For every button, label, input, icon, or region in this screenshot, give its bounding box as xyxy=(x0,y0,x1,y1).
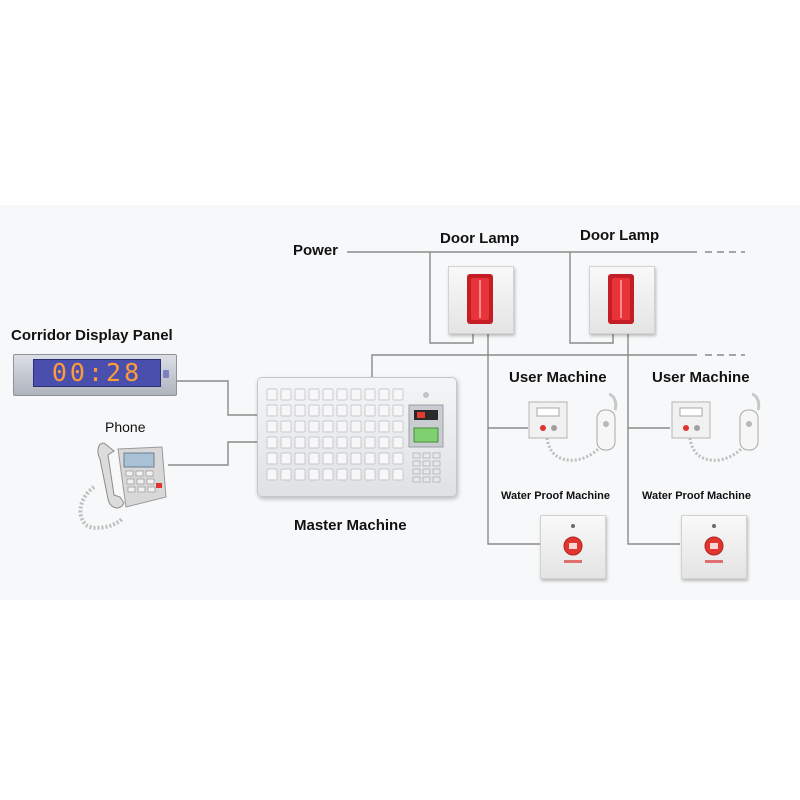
display-side-icon xyxy=(163,370,169,378)
door-lamp-label-2: Door Lamp xyxy=(580,227,660,244)
door-lamp-2 xyxy=(589,266,655,334)
signal-bus xyxy=(371,354,697,378)
phone-wire xyxy=(168,441,262,466)
lamp2-power-wire xyxy=(569,252,614,344)
water-proof-machine-2 xyxy=(681,515,747,579)
display-readout: 00:28 xyxy=(33,359,161,387)
user-machine-label-1: User Machine xyxy=(509,369,607,386)
display-wire xyxy=(176,380,262,416)
door-lamp-label-1: Door Lamp xyxy=(440,230,520,247)
lamp1-power-wire xyxy=(429,252,474,344)
phone-icon xyxy=(74,437,170,533)
display-time: 00:28 xyxy=(51,358,143,387)
corridor-display-panel-label: Corridor Display Panel xyxy=(11,327,173,344)
master-machine-label: Master Machine xyxy=(294,517,407,534)
water-proof-machine-1 xyxy=(540,515,606,579)
branch-1-wire xyxy=(487,333,540,545)
water-proof-machine-label-1: Water Proof Machine xyxy=(501,490,610,502)
user-machine-1 xyxy=(527,392,627,472)
branch-2-wire xyxy=(627,333,680,545)
power-label: Power xyxy=(293,242,339,259)
master-machine xyxy=(257,377,457,497)
corridor-display-panel: 00:28 xyxy=(13,354,177,396)
door-lamp-1 xyxy=(448,266,514,334)
user-machine-2 xyxy=(670,392,770,472)
user-machine-label-2: User Machine xyxy=(652,369,750,386)
water-proof-machine-label-2: Water Proof Machine xyxy=(642,490,751,502)
phone-label: Phone xyxy=(105,419,146,435)
